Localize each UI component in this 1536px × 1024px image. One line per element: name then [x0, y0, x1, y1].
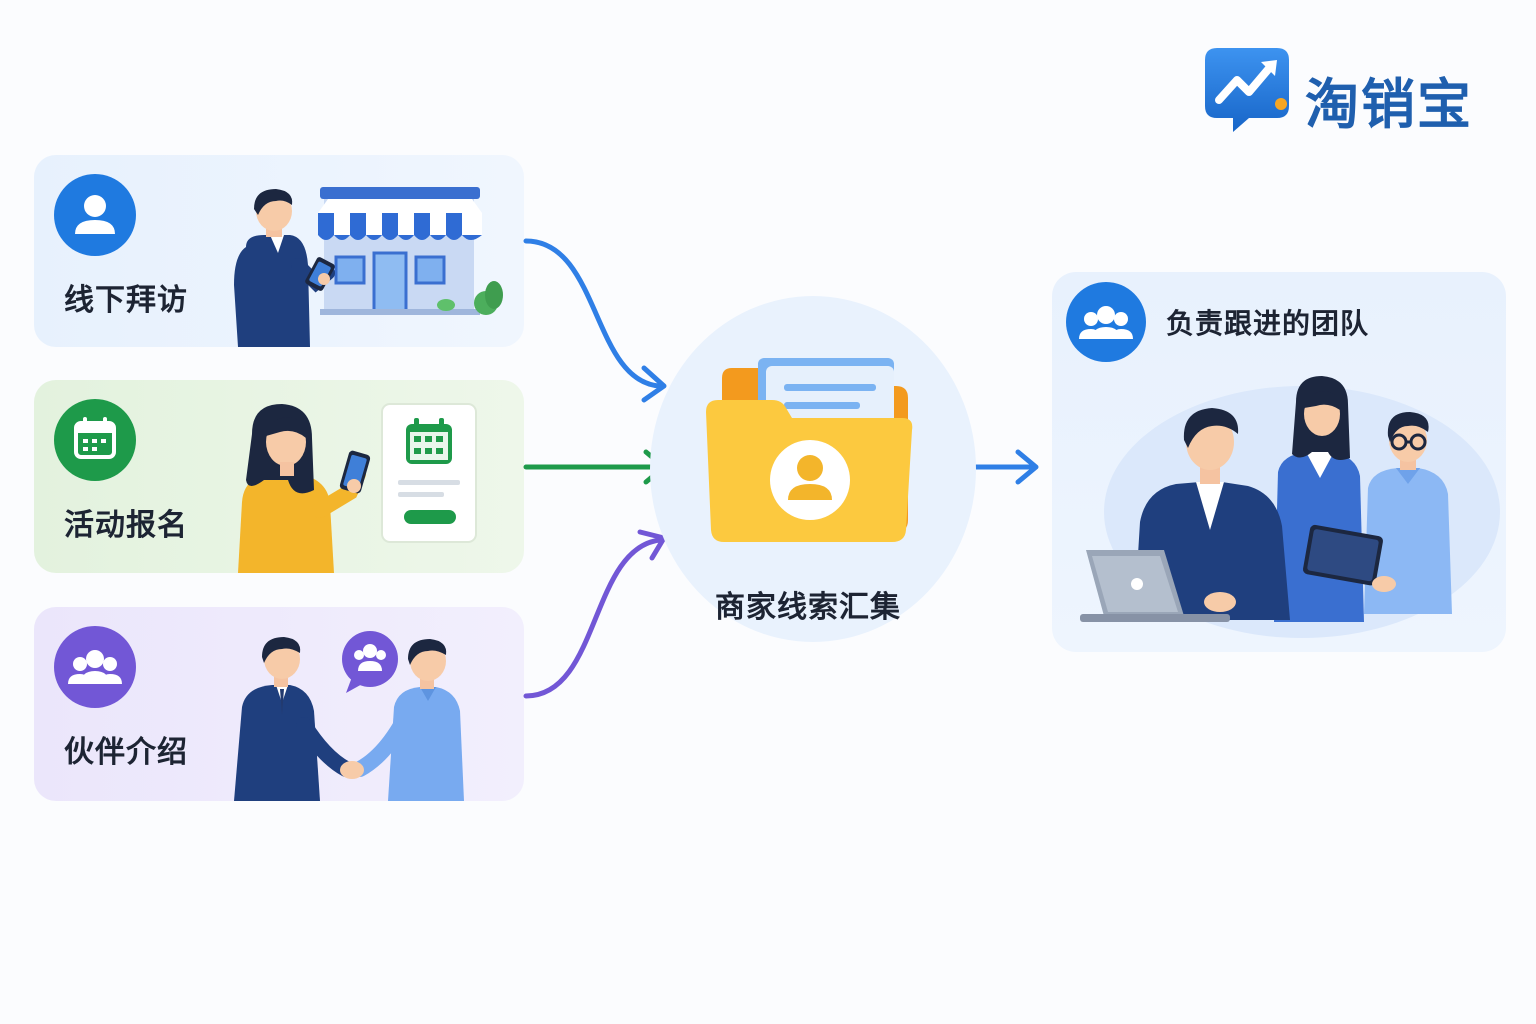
- arrow-partner-to-hub: [523, 537, 663, 699]
- source-label: 活动报名: [64, 508, 188, 543]
- arrowhead-team: [1015, 449, 1039, 485]
- hub-label: 商家线索汇集: [715, 590, 901, 625]
- folder-user-icon: [706, 358, 913, 542]
- calendar-icon: [54, 399, 136, 481]
- salesperson-at-store-illustration: [234, 187, 503, 347]
- brand-name: 淘销宝: [1305, 73, 1473, 136]
- arrowhead-offline: [641, 365, 667, 403]
- source-card-event-signup: 活动报名: [34, 380, 524, 573]
- target-label: 负责跟进的团队: [1166, 307, 1370, 340]
- source-card-partner-referral: 伙伴介绍: [34, 607, 524, 801]
- person-icon: [54, 174, 136, 256]
- brand-logo: 淘销宝: [1205, 46, 1495, 136]
- target-team-card: 负责跟进的团队: [1052, 272, 1506, 652]
- sales-team-illustration: [1080, 376, 1500, 638]
- handshake-illustration: [234, 631, 464, 801]
- woman-signing-up-illustration: [238, 403, 477, 573]
- source-card-offline-visit: 线下拜访: [34, 155, 524, 347]
- trend-chart-icon: [1205, 48, 1289, 132]
- group-icon: [54, 626, 136, 708]
- source-label: 线下拜访: [64, 283, 188, 318]
- source-label: 伙伴介绍: [64, 735, 188, 770]
- team-icon: [1066, 282, 1146, 362]
- arrow-offline-to-hub: [523, 238, 663, 389]
